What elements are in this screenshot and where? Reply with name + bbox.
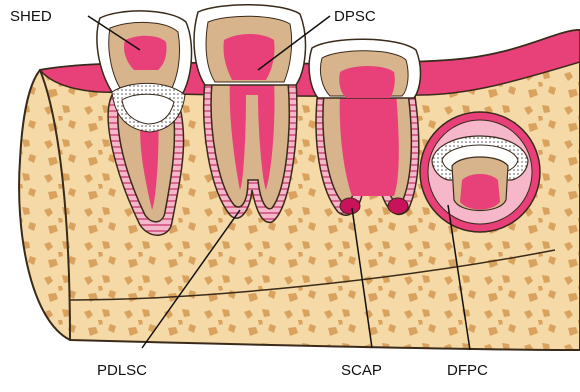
- label-dfpc: DFPC: [447, 362, 488, 379]
- label-dpsc: DPSC: [334, 8, 376, 25]
- immature-tooth-scap: [309, 39, 420, 215]
- label-scap: SCAP: [341, 362, 382, 379]
- developing-tooth-dfpc: [420, 112, 540, 232]
- label-shed: SHED: [10, 8, 52, 25]
- label-pdlsc: PDLSC: [97, 362, 147, 379]
